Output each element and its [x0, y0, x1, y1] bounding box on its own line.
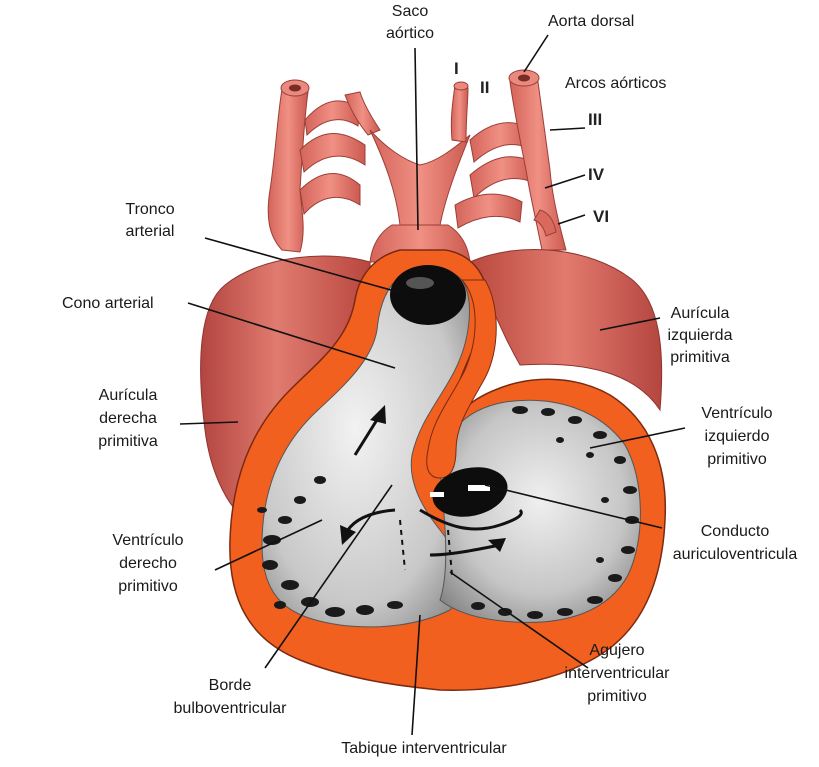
label-agujero-3: primitivo [587, 688, 647, 705]
left-atrium [469, 249, 663, 412]
roman-II: II [480, 78, 489, 97]
label-aur-izq-1: Aurícula [671, 305, 730, 322]
label-aur-izq-2: izquierda [668, 327, 733, 344]
leader-lines [179, 34, 686, 736]
label-agujero-1: Agujero [589, 642, 644, 659]
label-vent-izq-3: primitivo [707, 451, 767, 468]
label-arcos-aorticos: Arcos aórticos [565, 75, 666, 92]
label-aur-der-2: derecha [99, 410, 157, 427]
label-aur-izq-3: primitiva [670, 349, 730, 366]
roman-VI: VI [593, 207, 609, 226]
label-agujero-2: interventricular [565, 665, 671, 682]
label-tronco-2: arterial [126, 223, 175, 240]
label-borde-2: bulboventricular [174, 700, 288, 717]
label-conducto-1: Conducto [701, 523, 770, 540]
label-vent-izq-2: izquierdo [705, 428, 770, 445]
roman-IV: IV [588, 165, 605, 184]
label-vent-der-1: Ventrículo [112, 532, 183, 549]
label-vent-izq-1: Ventrículo [701, 405, 772, 422]
label-vent-der-2: derecho [119, 555, 177, 572]
label-cono: Cono arterial [62, 295, 154, 312]
labels: Saco aórtico Aorta dorsal Arcos aórticos… [62, 3, 797, 757]
label-aorta-dorsal: Aorta dorsal [548, 13, 634, 30]
label-saco-1: Saco [392, 3, 429, 20]
bulboventricular-fold [426, 279, 497, 479]
truncus-opening [390, 265, 466, 325]
roman-I: I [454, 59, 459, 78]
label-saco-2: aórtico [386, 25, 434, 42]
label-tabique: Tabique interventricular [341, 740, 507, 757]
av-canal-opening [432, 467, 508, 517]
roman-III: III [588, 110, 602, 129]
label-aur-der-3: primitiva [98, 433, 158, 450]
label-vent-der-3: primitivo [118, 578, 178, 595]
label-borde-1: Borde [209, 677, 252, 694]
label-conducto-2: auriculoventricula [673, 546, 798, 563]
label-aur-der-1: Aurícula [99, 387, 158, 404]
right-ventricle-lumen [261, 266, 470, 628]
label-tronco-1: Tronco [125, 201, 174, 218]
